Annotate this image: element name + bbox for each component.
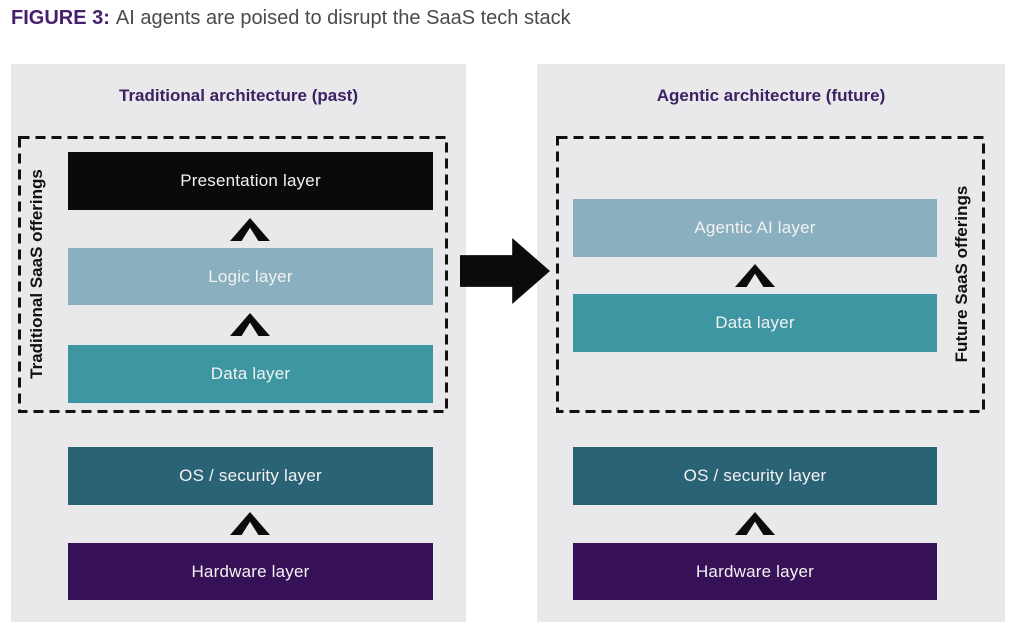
layer-label-agentic-ai: Agentic AI layer (694, 218, 816, 237)
figure-label: FIGURE 3: (11, 7, 110, 29)
layer-label-logic: Logic layer (208, 266, 293, 286)
future-group-label: Future SaaS offerings (952, 185, 971, 363)
traditional-saas-outline (18, 136, 448, 413)
layer-bar-presentation: Presentation layer (68, 152, 433, 210)
layer-bar-hardware: Hardware layer (573, 543, 937, 600)
figure-title-text: AI agents are poised to disrupt the SaaS… (115, 7, 571, 29)
layer-bar-os-security: OS / security layer (573, 447, 937, 505)
dashed-border-icon (556, 136, 985, 413)
future-saas-outline (556, 136, 985, 413)
chevron-up-icon (230, 512, 270, 535)
layer-bar-data: Data layer (68, 345, 433, 403)
layer-bar-agentic-ai: Agentic AI layer (573, 199, 937, 257)
panel-agentic: Agentic architecture (future) Future Saa… (537, 64, 1005, 622)
layer-label-hardware: Hardware layer (191, 561, 310, 581)
figure-caption: FIGURE 3:AI agents are poised to disrupt… (11, 6, 571, 30)
layer-label-data: Data layer (715, 313, 795, 332)
layer-bar-os-security: OS / security layer (68, 447, 433, 505)
panel-traditional-header: Traditional architecture (past) (119, 86, 358, 105)
layer-bar-logic: Logic layer (68, 248, 433, 305)
layer-bar-data: Data layer (573, 294, 937, 352)
traditional-group-label: Traditional SaaS offerings (27, 169, 46, 379)
panel-agentic-header: Agentic architecture (future) (656, 86, 886, 105)
layer-label-data: Data layer (210, 364, 291, 383)
layer-label-presentation: Presentation layer (180, 171, 321, 190)
layer-label-os-security: OS / security layer (179, 466, 322, 485)
layer-label-hardware: Hardware layer (695, 561, 815, 581)
panel-traditional: Traditional architecture (past) Traditio… (11, 64, 466, 622)
layer-bar-hardware: Hardware layer (68, 543, 433, 600)
dashed-border-icon (18, 136, 448, 413)
chevron-up-icon (735, 512, 775, 535)
layer-label-os-security: OS / security layer (683, 466, 827, 485)
